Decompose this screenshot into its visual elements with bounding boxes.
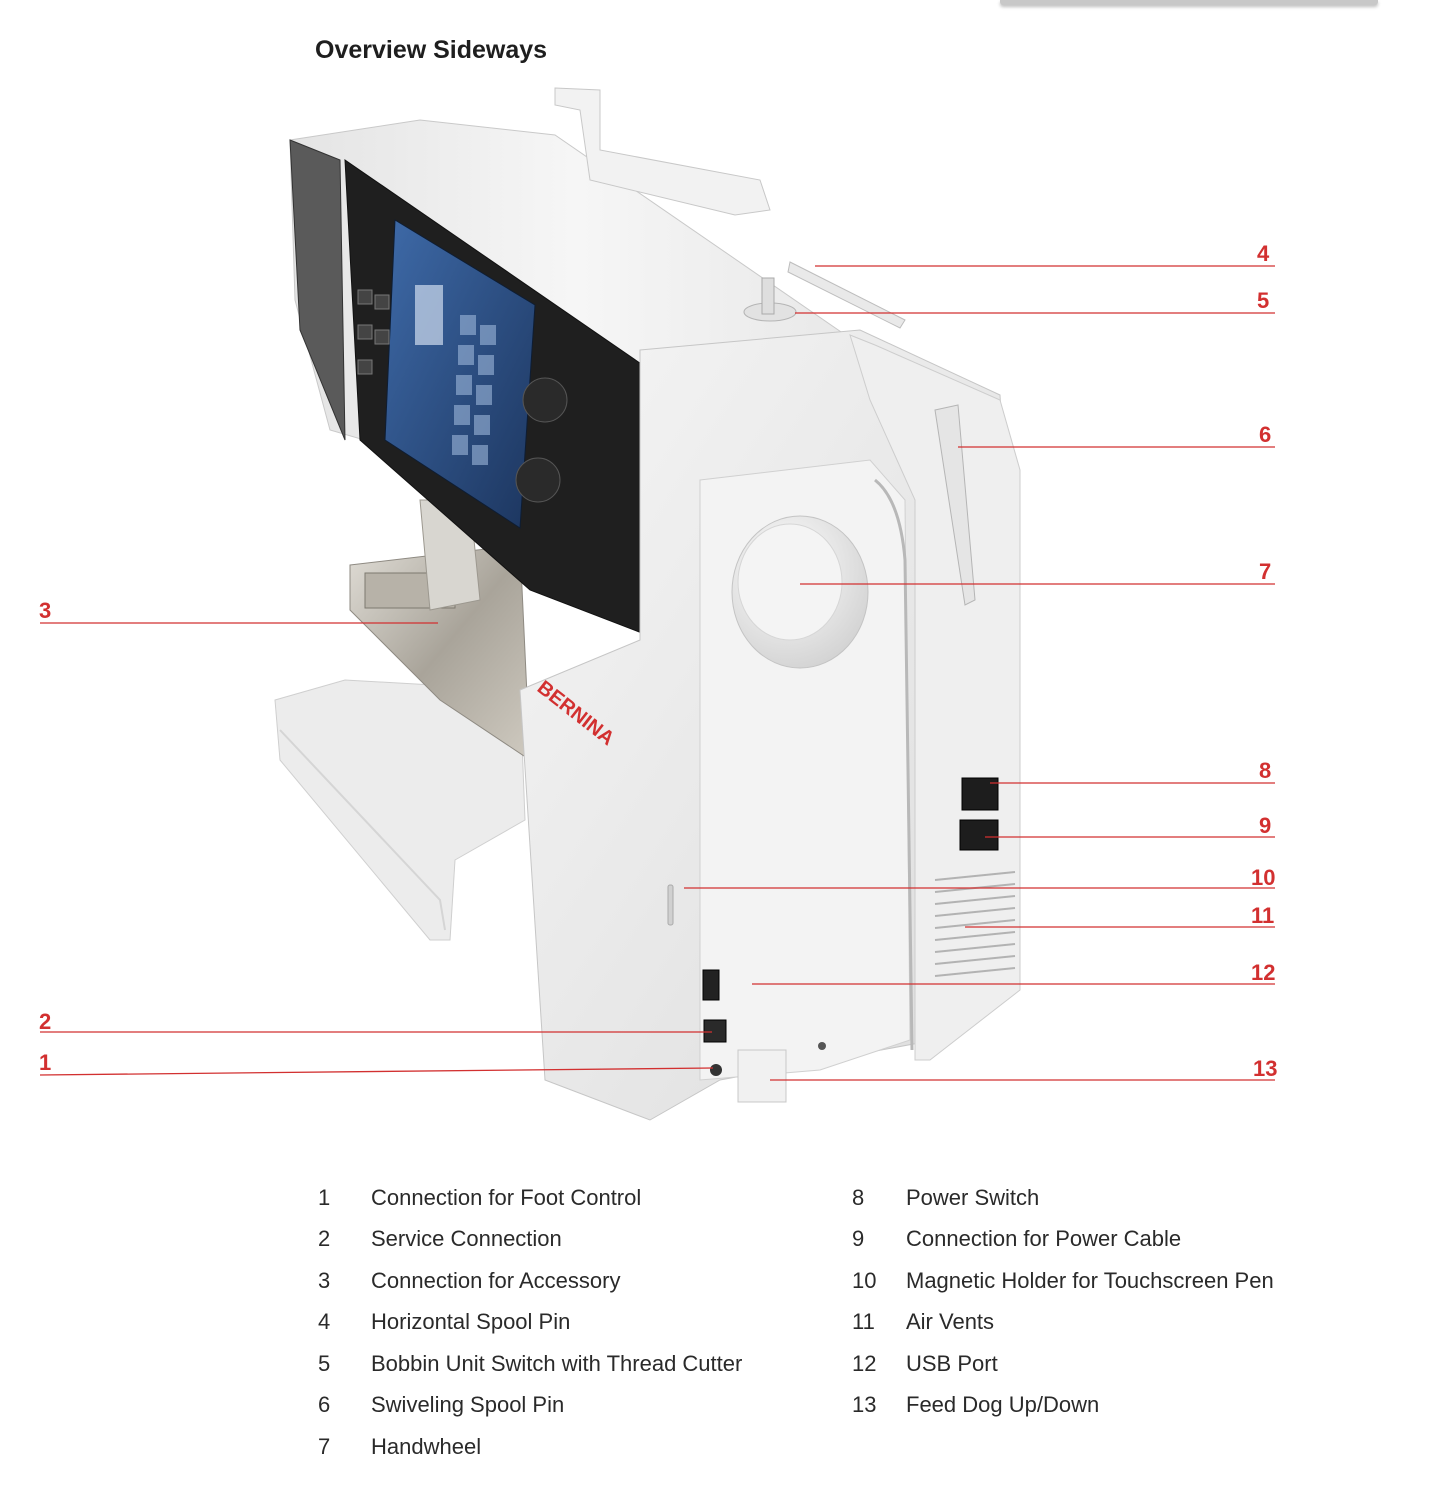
legend-number: 12 xyxy=(852,1351,877,1376)
touchscreen xyxy=(384,219,536,529)
callout-12: 12 xyxy=(1251,960,1276,985)
legend-label: Connection for Power Cable xyxy=(906,1226,1182,1251)
legend-number: 10 xyxy=(852,1268,877,1293)
callout-5: 5 xyxy=(1257,288,1270,313)
legend-label: Horizontal Spool Pin xyxy=(371,1309,571,1334)
callout-13: 13 xyxy=(1253,1056,1278,1081)
callout-7: 7 xyxy=(1259,559,1272,584)
legend-label: Swiveling Spool Pin xyxy=(371,1392,565,1417)
sewing-machine-figure: BERNINA xyxy=(39,87,1275,1121)
legend-label: Service Connection xyxy=(371,1226,562,1251)
callout-3: 3 xyxy=(39,598,52,623)
legend-number: 11 xyxy=(852,1309,875,1334)
callout-9: 9 xyxy=(1259,813,1272,838)
legend-number: 13 xyxy=(852,1392,877,1417)
legend-label: Air Vents xyxy=(906,1309,995,1334)
ports-and-switches xyxy=(667,777,1016,1103)
legend-number: 3 xyxy=(318,1268,331,1293)
legend-label: Bobbin Unit Switch with Thread Cutter xyxy=(371,1351,743,1376)
callout-1: 1 xyxy=(39,1050,52,1075)
handwheel xyxy=(731,515,869,669)
callout-8: 8 xyxy=(1259,758,1272,783)
legend-label: Power Switch xyxy=(906,1185,1040,1210)
legend-number: 2 xyxy=(318,1226,331,1251)
callout-4: 4 xyxy=(1257,241,1270,266)
legend-number: 7 xyxy=(318,1434,331,1459)
legend-number: 4 xyxy=(318,1309,331,1334)
page-title: Overview Sideways xyxy=(315,36,548,64)
legend-label: USB Port xyxy=(906,1351,998,1376)
free-arm-base xyxy=(274,679,526,941)
legend-label: Handwheel xyxy=(371,1434,482,1459)
callout-11: 11 xyxy=(1251,903,1275,928)
control-knobs xyxy=(357,289,568,503)
page-tab-marker xyxy=(1000,0,1378,5)
callout-2: 2 xyxy=(39,1009,52,1034)
carry-handle xyxy=(554,87,771,216)
legend-label: Connection for Foot Control xyxy=(371,1185,642,1210)
legend-number: 6 xyxy=(318,1392,331,1417)
spool-pins xyxy=(743,261,976,606)
legend-label: Feed Dog Up/Down xyxy=(906,1392,1100,1417)
callout-leader-lines xyxy=(39,265,1275,1081)
legend-number: 8 xyxy=(852,1185,865,1210)
legend-number: 1 xyxy=(318,1185,331,1210)
leader-line-1 xyxy=(39,1067,714,1076)
legend-number: 9 xyxy=(852,1226,865,1251)
legend-label: Magnetic Holder for Touchscreen Pen xyxy=(906,1268,1274,1293)
legend-number: 5 xyxy=(318,1351,331,1376)
callout-6: 6 xyxy=(1259,422,1272,447)
callout-10: 10 xyxy=(1251,865,1276,890)
legend-label: Connection for Accessory xyxy=(371,1268,621,1293)
